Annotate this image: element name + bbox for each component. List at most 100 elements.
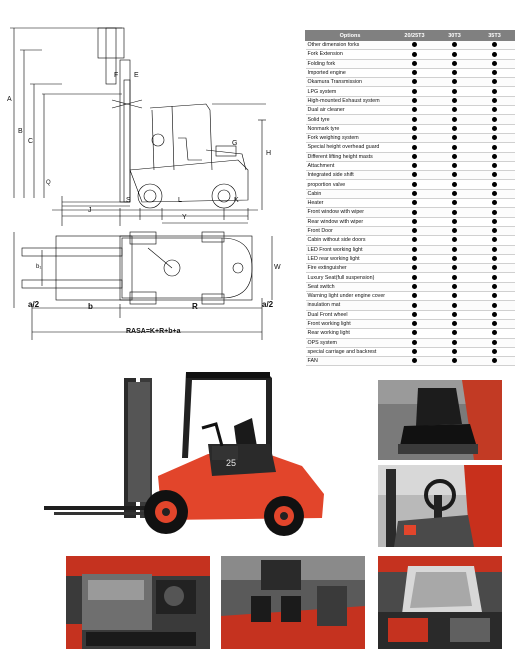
option-available-mark [434,124,475,134]
option-available-mark [474,77,515,88]
option-available-mark [474,254,515,265]
table-row: Other dimension forks [305,40,515,51]
filled-circle-icon [492,302,497,308]
filled-circle-icon [452,135,457,141]
option-name: Attachment [305,161,395,172]
cabin-detail-photo [378,465,502,547]
option-available-mark [474,198,515,209]
option-available-mark [474,179,515,190]
option-available-mark [474,282,515,293]
option-available-mark [434,161,475,172]
dim-label-h: H [266,150,272,157]
option-available-mark [474,328,515,339]
option-available-mark [434,207,475,218]
option-name: Other dimension forks [305,40,395,51]
dim-label-a2-left: a/2 [28,300,40,309]
filled-circle-icon [452,218,457,224]
option-available-mark [474,291,515,302]
dim-label-a2-right: a/2 [262,300,274,309]
filled-circle-icon [492,200,497,206]
filled-circle-icon [492,321,497,327]
option-available-mark [394,338,435,348]
option-available-mark [394,328,435,339]
option-available-mark [394,319,435,330]
dim-label-s: S [126,197,131,204]
filled-circle-icon [452,51,457,57]
forklift-photo: 25 [40,368,366,544]
filled-circle-icon [412,153,417,159]
option-available-mark [394,356,435,367]
table-row: Luxury Seat(full suspension) [305,272,515,283]
option-available-mark [474,356,515,367]
forklift-badge: 25 [226,458,236,468]
option-available-mark [434,291,475,302]
option-name: Imported engine [305,68,395,79]
filled-circle-icon [452,153,457,159]
filled-circle-icon [412,358,417,364]
option-name: Rear window with wiper [305,217,395,227]
filled-circle-icon [412,274,417,280]
option-name: Nonmark tyre [305,124,395,134]
filled-circle-icon [412,116,417,122]
option-name: Fork weighing system [305,133,395,144]
filled-circle-icon [412,265,417,271]
option-name: Folding fork [305,59,395,69]
filled-circle-icon [452,70,457,76]
option-available-mark [474,272,515,283]
filled-circle-icon [412,246,417,252]
dim-label-f: F [114,72,119,79]
filled-circle-icon [412,181,417,187]
option-available-mark [434,338,475,348]
option-name: Front window with wiper [305,207,395,218]
table-row: LED Front working light [305,245,515,255]
filled-circle-icon [452,330,457,336]
option-name: Rear working light [305,328,395,339]
option-available-mark [394,310,435,320]
filled-circle-icon [492,209,497,215]
option-available-mark [434,198,475,209]
option-available-mark [434,356,475,367]
dim-label-j: J [88,207,92,214]
table-row: LPG system [305,86,515,97]
filled-circle-icon [412,218,417,224]
option-available-mark [434,133,475,144]
option-available-mark [434,347,475,358]
filled-circle-icon [452,283,457,289]
filled-circle-icon [492,116,497,122]
option-available-mark [474,105,515,116]
engine-cover-detail-photo [378,556,502,649]
table-row: Dual Front wheel [305,310,515,320]
options-table: Options 20/25T3 30T3 35T3 Other dimensio… [305,30,515,367]
filled-circle-icon [452,88,457,94]
filled-circle-icon [452,265,457,271]
dim-label-a: A [7,96,12,103]
option-name: Okamura Transmission [305,77,395,88]
option-name: Solid tyre [305,114,395,125]
filled-circle-icon [492,70,497,76]
filled-circle-icon [492,237,497,243]
dim-label-c: C [28,138,34,145]
option-available-mark [394,272,435,283]
option-available-mark [474,49,515,60]
option-available-mark [474,226,515,237]
option-name: Warning light under engine cover [305,291,395,302]
option-available-mark [474,207,515,218]
option-name: Cabin without side doors [305,235,395,246]
filled-circle-icon [492,181,497,187]
filled-circle-icon [492,144,497,150]
option-available-mark [434,114,475,125]
option-available-mark [434,179,475,190]
option-available-mark [474,170,515,181]
top-view-drawing: b₁ W a/2 b R a/2 RASA=K+R+b+a [2,228,294,344]
option-available-mark [394,105,435,116]
table-row: Heater [305,198,515,209]
option-available-mark [394,217,435,227]
option-available-mark [434,282,475,293]
table-row: Cabin [305,189,515,200]
option-available-mark [394,189,435,200]
filled-circle-icon [412,339,417,345]
engine-detail-photo [66,556,210,649]
filled-circle-icon [452,349,457,355]
option-available-mark [394,161,435,172]
option-available-mark [394,96,435,107]
